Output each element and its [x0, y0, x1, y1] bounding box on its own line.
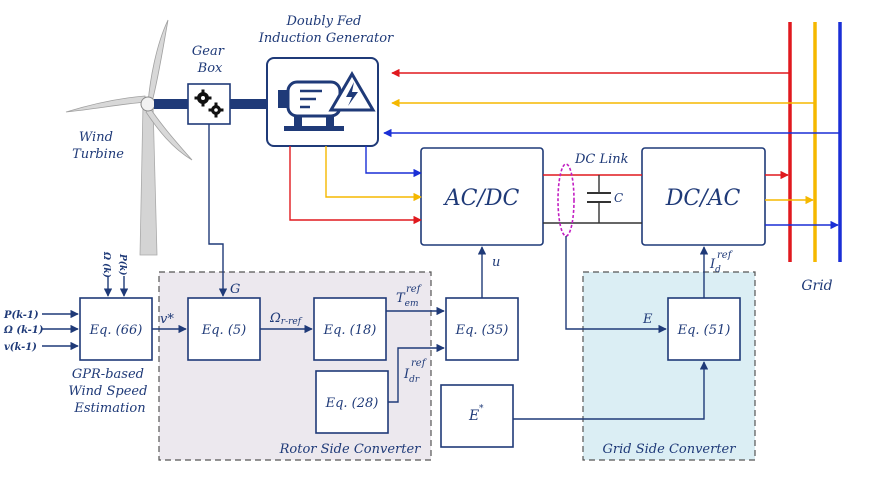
gear-box [187, 83, 231, 125]
idr-ref-label: Idr [403, 367, 420, 385]
eq5-block [187, 297, 261, 361]
eq35-block [445, 297, 519, 361]
acdc-label: AC/DC [443, 186, 520, 211]
grid-label: Grid [801, 278, 832, 294]
rsc-label: Rotor Side Converter [279, 442, 422, 457]
eq28-block [315, 370, 389, 434]
wind-turbine-icon [65, 19, 193, 256]
omega-ref-label: Ωr-ref [269, 311, 303, 327]
id-ref-label: Id [709, 257, 721, 275]
dcac-converter-box [641, 147, 766, 246]
gsc-label: Grid Side Converter [603, 442, 737, 457]
dc-link-label: DC Link [574, 152, 629, 167]
eq18-label: Eq. (18) [323, 323, 377, 338]
dc-voltage-sensor [557, 163, 575, 237]
turbine-label: Wind Turbine [72, 130, 124, 162]
capacitor-label: C [614, 191, 623, 205]
generator-shaft [229, 99, 267, 109]
e-label: E [642, 312, 653, 327]
eq51-label: Eq. (51) [677, 323, 731, 338]
turbine-shaft [154, 99, 190, 109]
dfig-to-acdc-blue [365, 146, 422, 178]
vstar-label: v* [160, 312, 174, 327]
gearbox-to-eq5-wire [208, 124, 228, 297]
input-p-label: P(k-1) [3, 310, 39, 321]
input-omega-label: Ω (k-1) [3, 325, 44, 336]
estar-block [440, 384, 514, 448]
estar-wire [513, 361, 709, 420]
dfig-label: Doubly Fed Induction Generator [258, 14, 394, 46]
gearbox-label: Gear Box [192, 44, 228, 76]
idr-ref-sup: ref [411, 358, 428, 369]
eq51-block [667, 297, 741, 361]
input-v-label: v(k-1) [4, 342, 37, 353]
gpr-label: GPR-based Wind Speed Estimation [68, 367, 151, 416]
gear-icon [194, 89, 224, 118]
tem-ref-sup: ref [406, 284, 423, 295]
id-ref-sup: ref [717, 250, 734, 261]
dfig-to-acdc-yellow [325, 146, 422, 202]
eq5-label: Eq. (5) [201, 323, 247, 338]
tem-ref-label: Tem [396, 291, 419, 309]
estar-label: E [468, 408, 479, 424]
eq28-label: Eq. (28) [325, 396, 379, 411]
estar-sup: * [479, 404, 484, 414]
u-label: u [492, 255, 500, 270]
eq66-label: Eq. (66) [89, 323, 143, 338]
idr-ref-wire [388, 343, 445, 403]
top-input-p-label: P(k) [117, 253, 128, 276]
generator-icon [278, 71, 376, 131]
dcac-label: DC/AC [665, 186, 741, 211]
e-measure-wire [565, 236, 667, 334]
eq66-block [79, 297, 153, 361]
dfig-to-acdc-red [289, 146, 422, 225]
g-label: G [230, 282, 240, 297]
top-input-omega-label: Ω (k) [101, 251, 112, 278]
eq18-block [313, 297, 387, 361]
eq35-label: Eq. (35) [455, 323, 509, 338]
